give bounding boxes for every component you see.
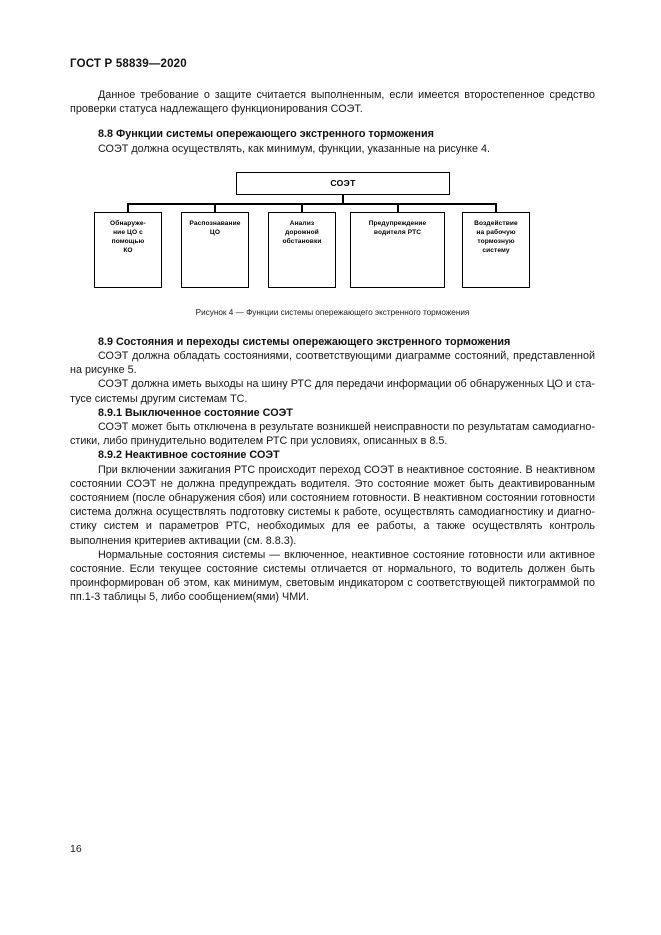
heading-8-8: 8.8 Функции системы опережающего экстрен… (98, 128, 434, 141)
connector-drop-4 (397, 202, 399, 212)
diagram-node-root: СОЭТ (236, 171, 450, 195)
heading-8-9: 8.9 Состояния и переходы системы опережа… (98, 335, 511, 348)
heading-8-9-1: 8.9.1 Выключенное состояние СОЭТ (98, 406, 293, 419)
intro-paragraph: Данное требование о защите считается вып… (70, 89, 595, 116)
paragraph-8-9-1-body: СОЭТ может быть отключена в результате в… (70, 421, 595, 448)
connector-drop-1 (127, 202, 129, 212)
page-content: ГОСТ Р 58839—2020 Данное требование о за… (70, 0, 595, 605)
connector-drop-3 (301, 202, 303, 212)
paragraph-8-8: СОЭТ должна осуществлять, как минимум, ф… (98, 142, 490, 155)
connector-root-stem (342, 194, 344, 204)
heading-8-9-2: 8.9.2 Неактивное состояние СОЭТ (98, 449, 280, 462)
paragraph-8-9-1: СОЭТ должна обладать состояниями, соотве… (70, 350, 595, 377)
figure-4-caption: Рисунок 4 — Функции системы опережающего… (195, 307, 470, 317)
connector-horizontal-bus (127, 202, 497, 205)
running-head: ГОСТ Р 58839—2020 (70, 58, 187, 70)
connector-drop-2 (214, 202, 216, 212)
spacer (70, 70, 595, 88)
paragraph-8-9-2-body-2: Нормальные состояния системы — включенно… (70, 548, 595, 604)
spacer (70, 317, 595, 335)
page-number: 16 (70, 843, 82, 855)
paragraph-8-9-2: СОЭТ должна иметь выходы на шину РТС для… (70, 378, 595, 405)
spacer (70, 116, 595, 127)
diagram-node-root-label: СОЭТ (330, 178, 356, 189)
paragraph-8-9-2-body-1: При включении зажигания РТС происходит п… (70, 463, 595, 547)
connector-drop-5 (495, 202, 497, 212)
